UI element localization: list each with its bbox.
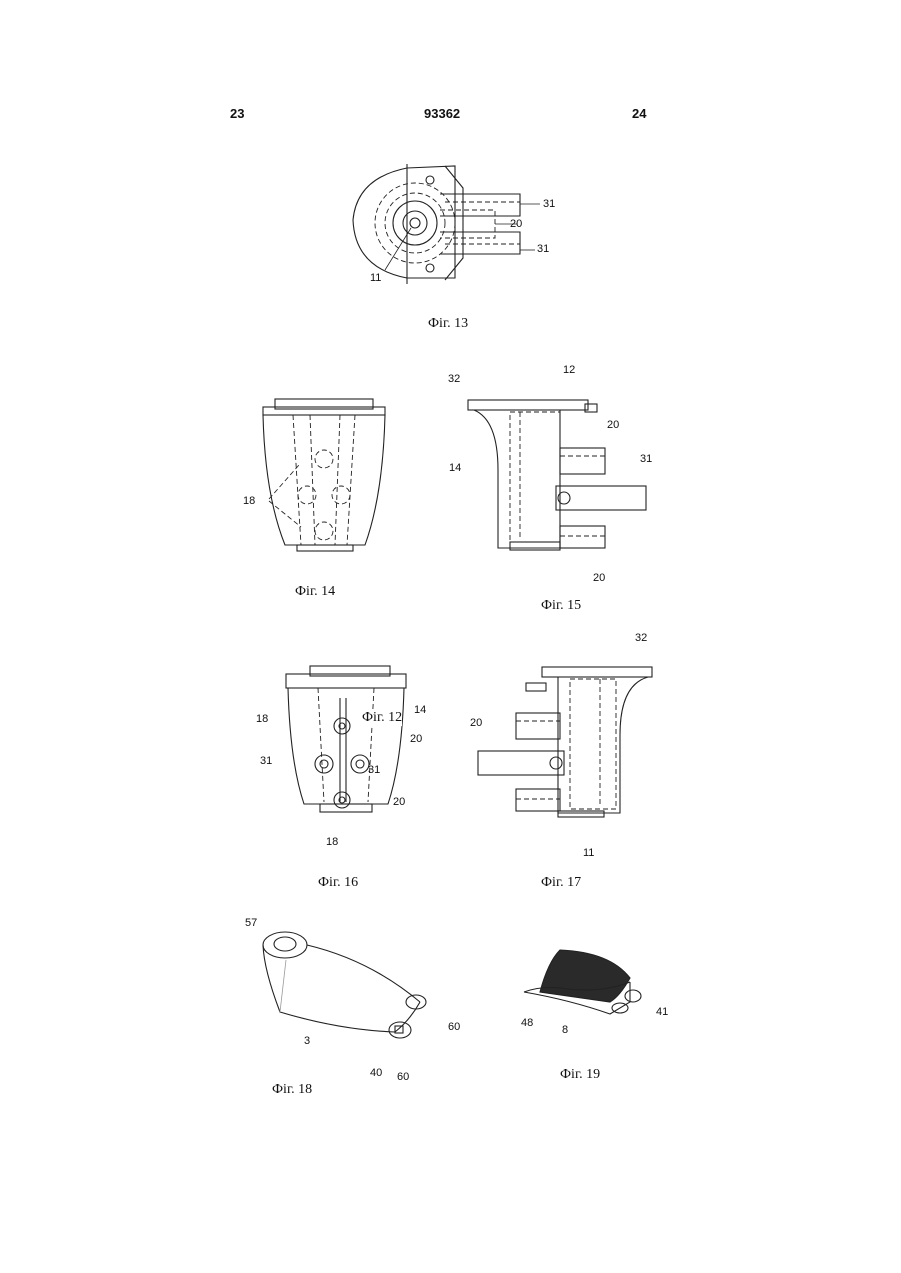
ref-11: 11 — [370, 272, 381, 284]
ref-18-bottom: 18 — [326, 836, 338, 848]
ref-32: 32 — [635, 632, 647, 644]
caption-fig17: Фіг. 17 — [541, 875, 581, 891]
patent-number: 93362 — [424, 106, 460, 121]
caption-fig15: Фіг. 15 — [541, 598, 581, 614]
ref-48: 48 — [521, 1017, 533, 1029]
ref-12: 12 — [563, 364, 575, 376]
figure-14-drawing — [255, 395, 395, 555]
ref-57: 57 — [245, 917, 257, 929]
ref-31b: 31 — [537, 243, 549, 255]
ref-41: 41 — [656, 1006, 668, 1018]
ref-31-left: 31 — [260, 755, 272, 767]
ref-20: 20 — [470, 717, 482, 729]
caption-fig14: Фіг. 14 — [295, 584, 335, 600]
page-number-right: 24 — [632, 106, 646, 121]
ref-20-top: 20 — [607, 419, 619, 431]
caption-fig12-overlay: Фіг. 12 — [362, 710, 402, 726]
ref-20-top: 20 — [410, 733, 422, 745]
figure-15-drawing — [460, 390, 660, 560]
ref-14: 14 — [449, 462, 461, 474]
caption-fig16: Фіг. 16 — [318, 875, 358, 891]
figure-17-drawing — [470, 655, 660, 820]
page-number-left: 23 — [230, 106, 244, 121]
ref-40: 40 — [370, 1067, 382, 1079]
caption-fig13: Фіг. 13 — [428, 316, 468, 332]
ref-18: 18 — [243, 495, 255, 507]
caption-fig18: Фіг. 18 — [272, 1082, 312, 1098]
ref-20: 20 — [510, 218, 522, 230]
ref-11: 11 — [583, 847, 594, 859]
ref-60-arrow: 60 — [448, 1021, 460, 1033]
ref-3: 3 — [304, 1035, 310, 1047]
ref-20-bottom: 20 — [593, 572, 605, 584]
ref-32: 32 — [448, 373, 460, 385]
figure-19-drawing — [520, 942, 670, 1022]
ref-31: 31 — [640, 453, 652, 465]
figure-16-drawing — [280, 662, 415, 817]
ref-14: 14 — [414, 704, 426, 716]
ref-60: 60 — [397, 1071, 409, 1083]
ref-18-top: 18 — [256, 713, 268, 725]
figure-13-drawing — [345, 158, 555, 288]
ref-31a: 31 — [543, 198, 555, 210]
caption-fig19: Фіг. 19 — [560, 1067, 600, 1083]
figure-18-drawing — [250, 920, 440, 1060]
ref-31-right: 31 — [368, 764, 380, 776]
ref-8: 8 — [562, 1024, 568, 1036]
ref-20-bottom: 20 — [393, 796, 405, 808]
